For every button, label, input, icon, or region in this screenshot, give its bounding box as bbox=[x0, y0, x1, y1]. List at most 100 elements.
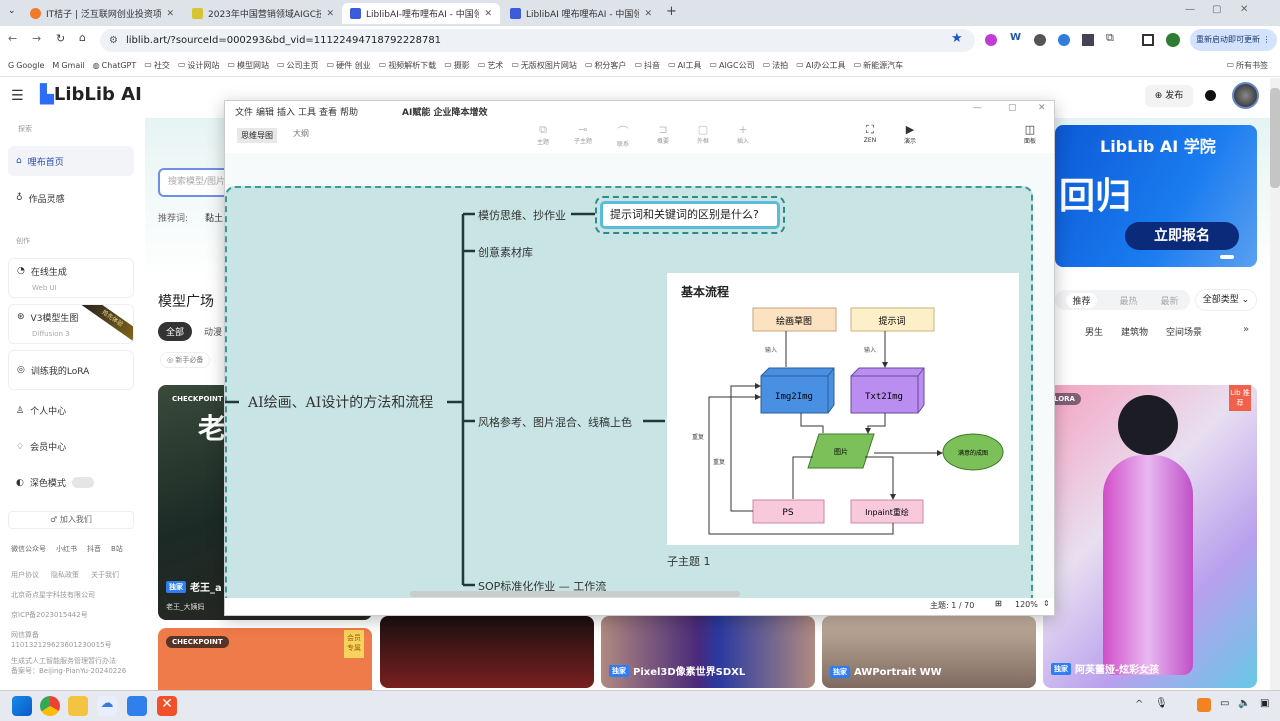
node-text-editor[interactable]: 提示词和关键词的区别是什么? bbox=[600, 201, 780, 229]
extension-w-icon[interactable]: W bbox=[1010, 32, 1022, 43]
scrollbar-thumb[interactable] bbox=[1270, 88, 1280, 188]
model-card[interactable] bbox=[380, 616, 594, 688]
sort-recommend[interactable]: 推荐 bbox=[1066, 292, 1097, 308]
maximize-button[interactable]: ▢ bbox=[1008, 103, 1017, 113]
chrome-icon[interactable] bbox=[40, 696, 60, 716]
menu-item[interactable]: 文件 bbox=[235, 108, 254, 118]
zoom-stepper-icon[interactable]: ⇕ bbox=[1043, 599, 1050, 608]
bookmark-item[interactable]: ▭摄影 bbox=[444, 60, 470, 71]
category-space[interactable]: 空间场景 bbox=[1166, 328, 1203, 338]
side-panel-icon[interactable] bbox=[1142, 34, 1154, 46]
sort-hot[interactable]: 最热 bbox=[1119, 296, 1138, 307]
link-bilibili[interactable]: B站 bbox=[111, 545, 123, 553]
user-avatar[interactable] bbox=[1232, 82, 1259, 109]
menu-item[interactable]: 查看 bbox=[319, 108, 338, 118]
home-icon[interactable]: ⌂ bbox=[79, 31, 86, 44]
branch-topic[interactable]: 模仿思维、抄作业 bbox=[478, 209, 566, 222]
star-icon[interactable]: ★ bbox=[951, 31, 963, 46]
extension-icon[interactable] bbox=[1034, 34, 1046, 46]
recommend-word[interactable]: 黏土 bbox=[205, 214, 224, 224]
tray-chevron-icon[interactable]: ^ bbox=[1135, 699, 1144, 710]
filter-anime[interactable]: 动漫 bbox=[204, 328, 223, 338]
selected-node[interactable]: 提示词和关键词的区别是什么? bbox=[595, 196, 785, 234]
link-wechat[interactable]: 微信公众号 bbox=[11, 545, 46, 553]
mindmap-canvas[interactable]: AI绘画、AI设计的方法和流程 模仿思维、抄作业 创意素材库 风格参考、图片混合… bbox=[225, 153, 1054, 598]
carousel-dot-active[interactable] bbox=[1220, 255, 1234, 259]
tab-search-icon[interactable]: ⌄ bbox=[8, 6, 16, 16]
flowchart-image[interactable]: 基本流程 绘画草图 提示词 输入 输入 Img2Img Txt2Img 图片 满… bbox=[667, 273, 1019, 545]
bookmark-item[interactable]: ▭新能源汽车 bbox=[854, 60, 904, 71]
bookmark-item[interactable]: ▭AI办公工具 bbox=[796, 60, 845, 71]
tab-liblib-active[interactable]: LiblibAI-哩布哩布AI - 中国领先✕ bbox=[342, 3, 500, 24]
bookmark-item[interactable]: ▭法拍 bbox=[763, 60, 789, 71]
menu-item[interactable]: 插入 bbox=[277, 108, 296, 118]
update-button[interactable]: 重新启动即可更新 ⋮ bbox=[1190, 29, 1277, 51]
liblib-logo[interactable]: ▙LibLib AI bbox=[40, 84, 142, 105]
horizontal-scrollbar[interactable] bbox=[410, 591, 740, 597]
sogou-ime-icon[interactable] bbox=[1197, 698, 1211, 712]
branch-topic[interactable]: SOP标准化作业 — 工作流 bbox=[478, 580, 607, 593]
back-icon[interactable]: ← bbox=[8, 32, 18, 45]
tool-panel-icon[interactable]: ◫面板 bbox=[1015, 123, 1045, 145]
sort-new[interactable]: 最新 bbox=[1160, 296, 1179, 307]
sidebar-item-profile[interactable]: ♙个人中心 bbox=[8, 404, 134, 418]
sidebar-item-home[interactable]: ⌂哩布首页 bbox=[8, 146, 134, 176]
bookmark-item[interactable]: ▭无版权图片网站 bbox=[511, 60, 577, 71]
link-xiaohongshu[interactable]: 小红书 bbox=[56, 545, 77, 553]
page-scrollbar[interactable] bbox=[1270, 78, 1280, 690]
sidebar-item-membership[interactable]: ♢会员中心 bbox=[8, 440, 134, 454]
bookmark-item[interactable]: ▭公司主页 bbox=[277, 60, 319, 71]
sidebar-item-train-lora[interactable]: ◎训练我的LoRA bbox=[8, 350, 134, 390]
filter-all[interactable]: 全部 bbox=[158, 322, 193, 341]
menu-item[interactable]: 帮助 bbox=[340, 108, 359, 118]
maximize-button[interactable]: ▢ bbox=[1212, 4, 1222, 15]
menu-ai[interactable]: AI赋能 企业降本增效 bbox=[402, 108, 488, 118]
tool-topic-icon[interactable]: ⧉主题 bbox=[528, 123, 558, 146]
tool-fullscreen-icon[interactable]: ⛶ZEN bbox=[855, 123, 885, 144]
reload-icon[interactable]: ↻ bbox=[56, 32, 66, 45]
link-about[interactable]: 关于我们 bbox=[91, 571, 119, 579]
cloud-drive-icon[interactable]: ☁ bbox=[97, 696, 117, 716]
category-male[interactable]: 男生 bbox=[1085, 328, 1104, 338]
branch-topic[interactable]: 创意素材库 bbox=[478, 246, 533, 259]
close-icon[interactable]: ✕ bbox=[166, 8, 174, 19]
bookmark-item[interactable]: ▭AIGC公司 bbox=[709, 60, 754, 71]
minimize-button[interactable]: — bbox=[973, 103, 982, 113]
close-window-button[interactable]: ✕ bbox=[1240, 4, 1249, 15]
network-icon[interactable]: ▭ bbox=[1220, 698, 1230, 709]
profile-avatar[interactable] bbox=[1166, 33, 1180, 47]
url-input[interactable]: ⚙liblib.art/?sourceId=000293&bd_vid=1112… bbox=[100, 29, 975, 52]
notification-icon[interactable]: ▣ bbox=[1260, 698, 1270, 709]
join-us-button[interactable]: ♂ 加入我们 bbox=[8, 511, 134, 529]
dark-mode-toggle[interactable] bbox=[71, 477, 94, 488]
bookmark-item[interactable]: ▭积分客户 bbox=[585, 60, 627, 71]
menu-item[interactable]: 编辑 bbox=[256, 108, 275, 118]
bookmark-item[interactable]: ◍ChatGPT bbox=[93, 61, 137, 70]
model-card[interactable]: LORA Lib 推荐 独家阿芙蕾娅-炫彩女孩 bbox=[1043, 385, 1257, 688]
category-architecture[interactable]: 建筑物 bbox=[1121, 328, 1149, 338]
tab-outline[interactable]: 大纲 bbox=[293, 129, 309, 138]
volume-icon[interactable]: 🔈 bbox=[1238, 698, 1251, 709]
extensions-puzzle-icon[interactable]: ⧉ bbox=[1106, 31, 1114, 44]
bookmark-item[interactable]: ▭艺术 bbox=[478, 60, 504, 71]
type-select[interactable]: 全部类型 ⌄ bbox=[1195, 289, 1257, 311]
new-tab-button[interactable]: + bbox=[666, 4, 677, 19]
branch-topic[interactable]: 风格参考、图片混合、线稿上色 bbox=[478, 416, 632, 429]
bookmark-item[interactable]: ▭社交 bbox=[144, 60, 170, 71]
link-terms[interactable]: 用户协议 bbox=[11, 571, 39, 579]
menu-icon[interactable]: ☰ bbox=[11, 88, 24, 104]
icp-number[interactable]: 京ICP备2023015442号 bbox=[11, 611, 88, 619]
close-icon[interactable]: ✕ bbox=[326, 8, 334, 19]
link-privacy[interactable]: 隐私政策 bbox=[51, 571, 79, 579]
zoom-level[interactable]: 120% bbox=[1015, 600, 1038, 609]
bookmark-item[interactable]: ▭设计网站 bbox=[178, 60, 220, 71]
tool-boundary-icon[interactable]: ▢外框 bbox=[688, 123, 718, 145]
tool-plus-icon[interactable]: +插入 bbox=[728, 123, 758, 145]
bookmark-item[interactable]: ▭模型网站 bbox=[227, 60, 269, 71]
tab-liblib[interactable]: LiblibAI 哩布哩布AI - 中国领先✕ bbox=[502, 3, 660, 24]
